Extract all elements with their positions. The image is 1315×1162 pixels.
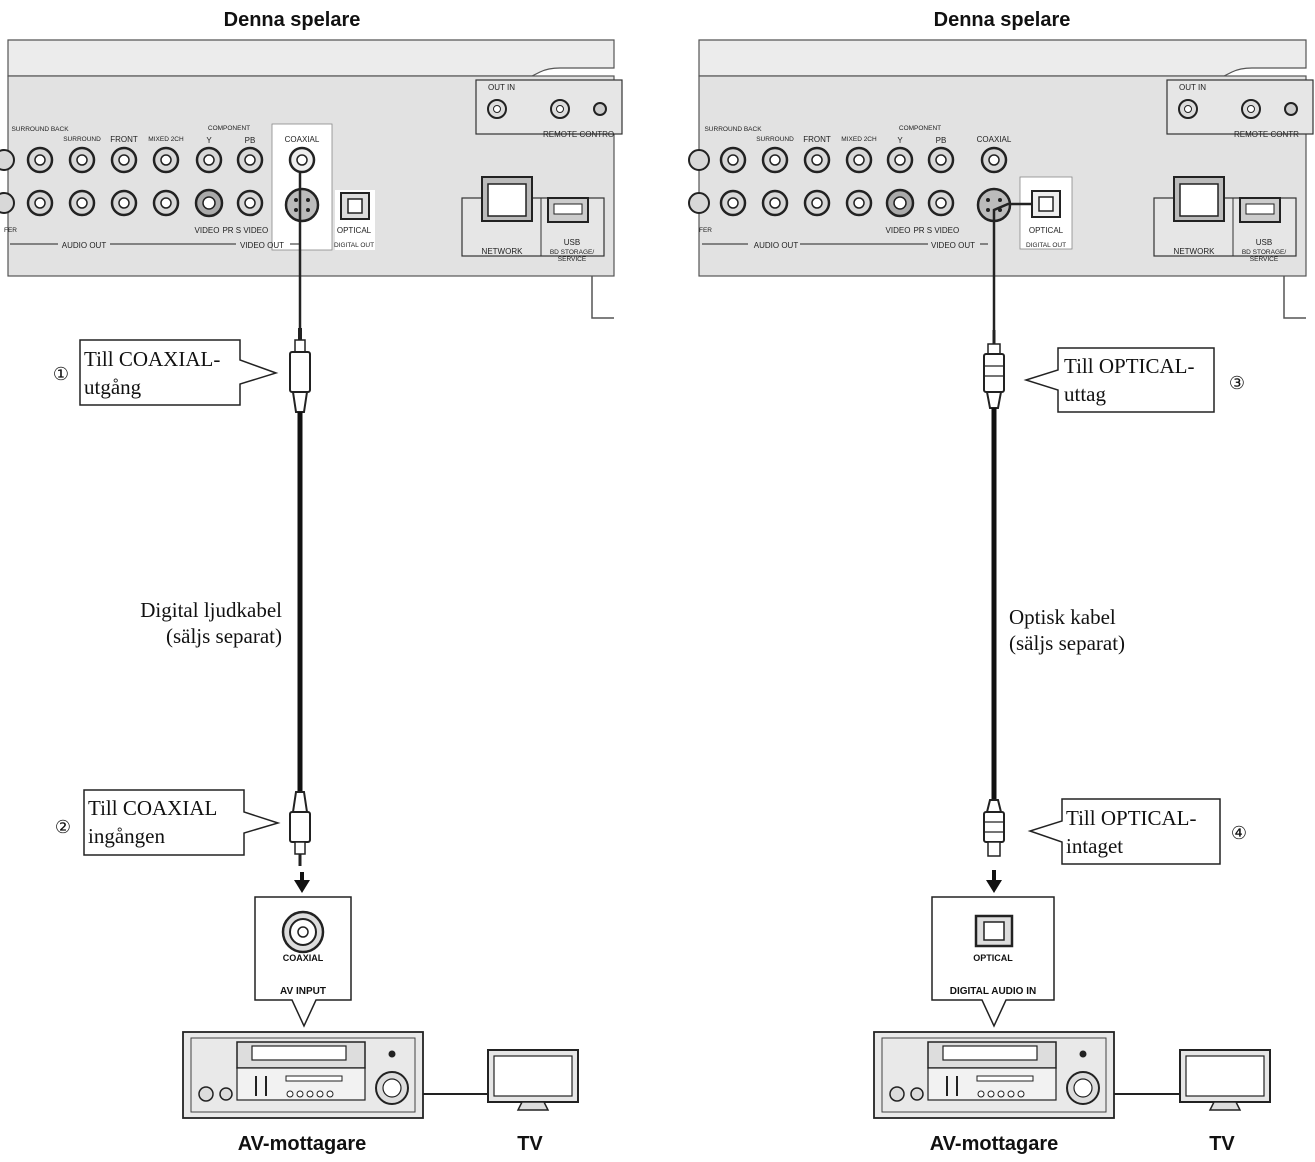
label-video: VIDEO [195,226,220,235]
label-front: FRONT [110,135,138,144]
left-cable [289,172,311,893]
label-pb: PB [936,136,947,145]
label-component: COMPONENT [899,125,941,132]
cable-label-line2: (säljs separat) [166,624,282,648]
callout-text-line1: Till OPTICAL- [1066,806,1197,830]
label-out-in: OUT IN [488,83,515,92]
right-av-receiver: AV-mottagare [873,1031,1115,1155]
label-remote-control: REMOTE CONTR [1234,130,1299,139]
left-input-box: COAXIAL AV INPUT [254,896,352,1028]
label-y: Y [897,136,903,145]
right-input-box: OPTICAL DIGITAL AUDIO IN [931,896,1055,1028]
cable-label-line2: (säljs separat) [1009,631,1125,655]
label-optical: OPTICAL [1029,226,1064,235]
av-receiver-label: AV-mottagare [930,1133,1059,1155]
input-jack-label: COAXIAL [283,953,324,963]
input-jack-label: OPTICAL [973,953,1013,963]
label-pr: PR [222,226,233,235]
right-diagram: Denna spelare [688,9,1314,1155]
video-out-jacks [194,146,264,218]
label-audio-out: AUDIO OUT [62,241,107,250]
label-remote-control: REMOTE CONTRO [543,130,614,139]
optical-plug-top [983,353,1005,393]
label-surround: SURROUND [63,136,101,143]
left-title: Denna spelare [224,9,361,31]
callout-text-line1: Till COAXIAL [88,796,217,820]
label-digital-out: DIGITAL OUT [334,242,374,249]
callout-text-line1: Till OPTICAL- [1064,354,1195,378]
label-pr: PR [913,226,924,235]
cable-label-line1: Digital ljudkabel [140,598,282,622]
callout-text-line2: intaget [1066,834,1123,858]
label-audio-out: AUDIO OUT [754,241,799,250]
label-component: COMPONENT [208,125,250,132]
label-mixed-2ch: MIXED 2CH [148,136,184,143]
callout-text-line2: uttag [1064,382,1106,406]
label-coaxial: COAXIAL [285,135,320,144]
callout-number-4: ④ [1231,823,1247,843]
label-s-video: S VIDEO [927,226,959,235]
label-digital-out: DIGITAL OUT [1026,242,1066,249]
label-video-out: VIDEO OUT [931,241,975,250]
right-callout-top: Till OPTICAL- uttag ③ [1023,347,1245,413]
svideo-jack [284,187,320,223]
label-pb: PB [245,136,256,145]
input-box-footer: AV INPUT [280,986,326,997]
coaxial-highlight [271,123,333,251]
right-back-panel: SURROUND BACK SURROUND FRONT MIXED 2CH C… [688,39,1314,319]
label-service: SERVICE [1250,256,1279,263]
arrow-down-icon [986,880,1002,893]
label-out-in: OUT IN [1179,83,1206,92]
label-surround-back: SURROUND BACK [11,126,69,133]
label-usb: USB [564,238,580,247]
tv-label: TV [1209,1133,1235,1155]
av-receiver-label: AV-mottagare [238,1133,367,1155]
label-video: VIDEO [886,226,911,235]
cable-label-line1: Optisk kabel [1009,605,1116,629]
optical-plug-bottom [983,811,1005,843]
tv-label: TV [517,1133,543,1155]
label-mixed-2ch: MIXED 2CH [841,136,877,143]
label-service: SERVICE [558,256,587,263]
input-box-footer: DIGITAL AUDIO IN [950,986,1036,997]
label-surround: SURROUND [756,136,794,143]
label-bd-storage: BD STORAGE/ [1242,249,1287,256]
label-usb: USB [1256,238,1272,247]
label-y: Y [206,136,212,145]
left-av-receiver: AV-mottagare [182,1031,424,1155]
label-coaxial: COAXIAL [977,135,1012,144]
left-callout-bottom: ② Till COAXIAL ingången [55,789,281,856]
audio-out-jacks [688,146,873,217]
left-back-panel: SURROUND BACK SURROUND FRONT MIXED 2CH C… [0,39,623,319]
label-s-video: S VIDEO [236,226,268,235]
right-title: Denna spelare [934,9,1071,31]
left-diagram: Denna spelare [0,9,623,1155]
label-fer: FER [4,227,17,234]
label-fer: FER [699,227,712,234]
callout-text-line1: Till COAXIAL- [84,347,220,371]
coaxial-plug-bottom [289,811,311,843]
video-out-jacks [885,146,955,218]
callout-number-1: ① [53,364,69,384]
callout-text-line2: ingången [88,824,165,848]
label-front: FRONT [803,135,831,144]
callout-number-2: ② [55,817,71,837]
left-tv: TV [487,1049,579,1155]
audio-out-jacks [0,146,180,217]
label-bd-storage: BD STORAGE/ [550,249,595,256]
callout-text-line2: utgång [84,375,142,399]
label-optical: OPTICAL [337,226,372,235]
label-network: NETWORK [482,247,524,256]
callout-number-3: ③ [1229,373,1245,393]
arrow-down-icon [294,880,310,893]
right-cable [983,202,1032,893]
right-callout-bottom: Till OPTICAL- intaget ④ [1027,798,1247,865]
coaxial-plug-top [289,351,311,393]
label-network: NETWORK [1174,247,1216,256]
right-tv: TV [1179,1049,1271,1155]
left-callout-top: ① Till COAXIAL- utgång [53,339,279,406]
label-video-out: VIDEO OUT [240,241,284,250]
label-surround-back: SURROUND BACK [704,126,762,133]
